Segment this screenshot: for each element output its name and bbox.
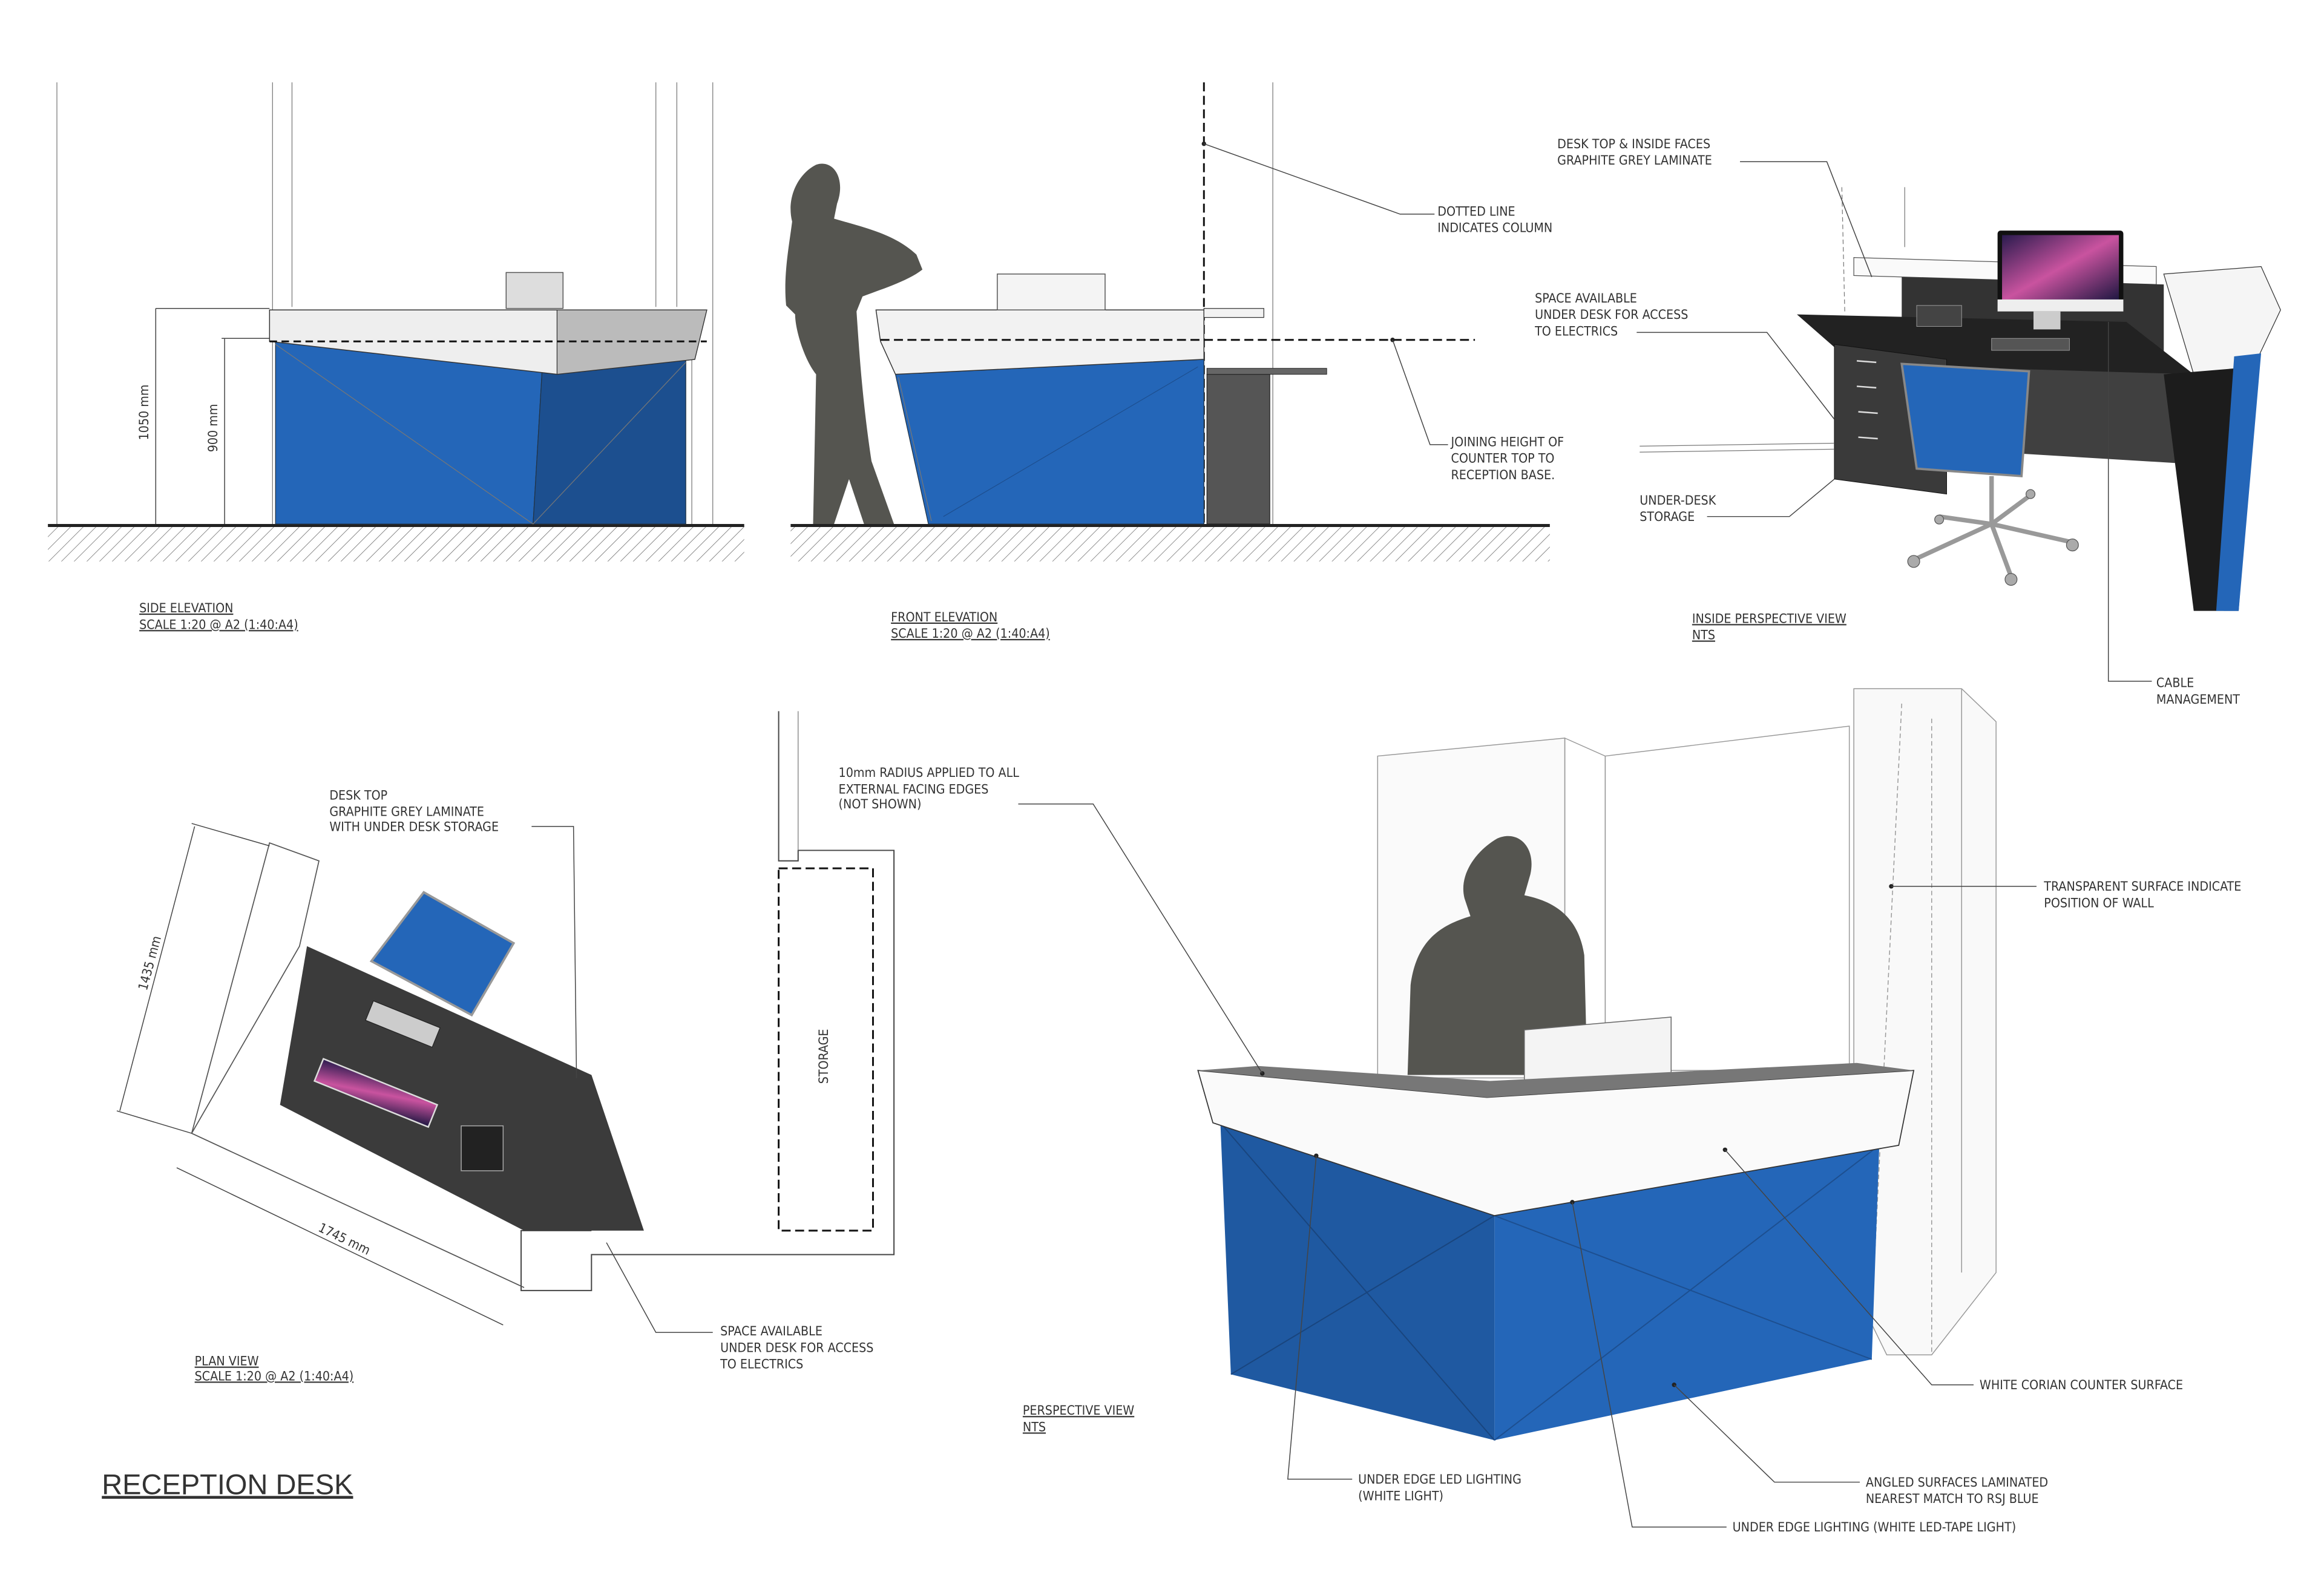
note-radius-2: EXTERNAL FACING EDGES <box>839 782 989 797</box>
blue-base-left-face <box>275 341 543 525</box>
plan-note-space-3: TO ELECTRICS <box>720 1357 803 1372</box>
monitor-front <box>997 273 1106 310</box>
white-counter-front <box>875 309 1205 375</box>
side-elevation-scale: SCALE 1:20 @ A2 (1:40:A4) <box>139 617 298 632</box>
inside-perspective-view: DESK TOP & INSIDE FACES GRAPHITE GREY LA… <box>1534 137 2281 707</box>
sheet-title: RECEPTION DESK <box>102 1468 353 1500</box>
plan-monitor <box>313 1058 439 1128</box>
plan-view: STORAGE 1435 mm 1745 mm DESK TOP GRAPHIT… <box>116 711 895 1384</box>
dim-900: 900 mm <box>206 404 221 452</box>
inside-perspective-scale: NTS <box>1692 628 1715 643</box>
note-joining-3: RECEPTION BASE. <box>1451 468 1555 483</box>
note-joining-2: COUNTER TOP TO <box>1451 451 1555 467</box>
plan-view-scale: SCALE 1:20 @ A2 (1:40:A4) <box>195 1369 354 1384</box>
note-dotted-line-1: DOTTED LINE <box>1437 204 1515 219</box>
note-corian: WHITE CORIAN COUNTER SURFACE <box>1980 1378 2183 1393</box>
note-wall-2: POSITION OF WALL <box>2044 895 2154 911</box>
storage-dashed <box>778 867 874 1232</box>
inside-perspective-title: INSIDE PERSPECTIVE VIEW <box>1692 611 1846 626</box>
note-radius-1: 10mm RADIUS APPLIED TO ALL <box>839 765 1020 781</box>
note-space-3: TO ELECTRICS <box>1534 324 1618 339</box>
front-elevation-scale: SCALE 1:20 @ A2 (1:40:A4) <box>891 626 1050 641</box>
perspective-title: PERSPECTIVE VIEW <box>1023 1403 1134 1418</box>
dim-1435: 1435 mm <box>136 934 165 992</box>
note-joining-1: JOINING HEIGHT OF <box>1451 434 1564 450</box>
plan-note-desktop-3: WITH UNDER DESK STORAGE <box>329 819 499 834</box>
perspective-view: 10mm RADIUS APPLIED TO ALL EXTERNAL FACI… <box>839 688 2241 1535</box>
telephone <box>1916 305 1962 327</box>
plan-note-space-1: SPACE AVAILABLE <box>720 1324 822 1339</box>
note-tape-light: UNDER EDGE LIGHTING (WHITE LED-TAPE LIGH… <box>1733 1520 2017 1535</box>
plan-view-title: PLAN VIEW <box>195 1354 259 1369</box>
plan-chair <box>369 891 516 1017</box>
monitor-side <box>505 272 564 309</box>
plan-keyboard <box>365 1000 441 1048</box>
note-cable-1: CABLE <box>2156 676 2194 691</box>
note-led-2: (WHITE LIGHT) <box>1358 1488 1443 1504</box>
storage-label: STORAGE <box>816 1029 832 1084</box>
note-desktop-faces-2: GRAPHITE GREY LAMINATE <box>1557 153 1712 168</box>
note-under-desk-2: STORAGE <box>1640 509 1695 525</box>
return-desk-side <box>1206 374 1270 525</box>
note-cable-2: MANAGEMENT <box>2156 692 2240 707</box>
plan-note-space-2: UNDER DESK FOR ACCESS <box>720 1340 873 1355</box>
front-elevation: DOTTED LINE INDICATES COLUMN JOINING HEI… <box>785 82 1564 641</box>
note-wall-1: TRANSPARENT SURFACE INDICATE <box>2043 879 2241 894</box>
note-led-1: UNDER EDGE LED LIGHTING <box>1358 1472 1521 1487</box>
plan-note-desktop-1: DESK TOP <box>329 788 387 803</box>
note-space-1: SPACE AVAILABLE <box>1535 291 1637 306</box>
person-silhouette-seated <box>1407 836 1587 1075</box>
blue-base-front <box>894 359 1204 525</box>
side-elevation-title: SIDE ELEVATION <box>139 601 233 616</box>
note-dotted-line-2: INDICATES COLUMN <box>1437 221 1552 236</box>
note-angled-1: ANGLED SURFACES LAMINATED <box>1866 1475 2048 1490</box>
note-radius-3: (NOT SHOWN) <box>839 797 922 812</box>
side-elevation: 1050 mm 900 mm SIDE ELEVATION SCALE 1:20… <box>48 82 744 632</box>
note-under-desk-1: UNDER-DESK <box>1640 493 1716 508</box>
office-chair-blue <box>1900 362 2079 586</box>
note-angled-2: NEAREST MATCH TO RSJ BLUE <box>1866 1491 2039 1507</box>
plan-telephone <box>461 1125 504 1171</box>
plan-note-desktop-2: GRAPHITE GREY LAMINATE <box>329 805 484 820</box>
note-space-2: UNDER DESK FOR ACCESS <box>1535 307 1688 322</box>
front-elevation-title: FRONT ELEVATION <box>891 610 997 625</box>
dim-1050: 1050 mm <box>137 384 152 440</box>
keyboard <box>1991 338 2070 351</box>
note-desktop-faces-1: DESK TOP & INSIDE FACES <box>1557 137 1710 152</box>
perspective-scale: NTS <box>1023 1419 1046 1435</box>
person-silhouette-standing <box>785 163 923 525</box>
